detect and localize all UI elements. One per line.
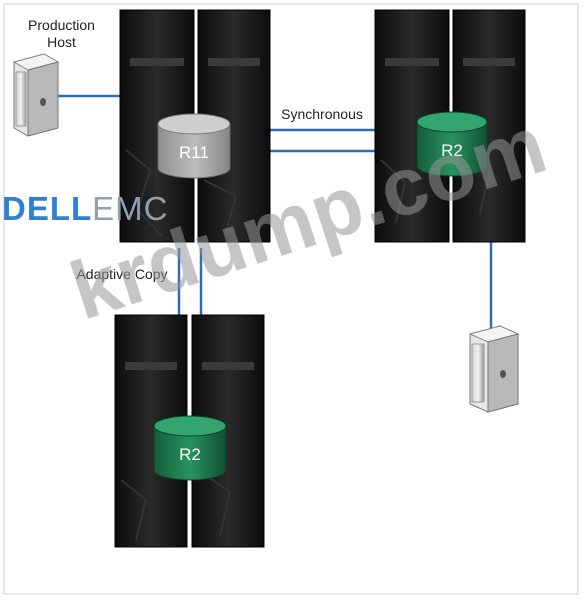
synchronous-label: Synchronous <box>281 106 363 122</box>
adaptive-copy-label: Adaptive Copy <box>76 266 168 282</box>
r2-adaptive-device-label: R2 <box>179 445 201 464</box>
production-host-label: Production Host <box>28 17 95 50</box>
r11-device-label: R11 <box>179 143 209 162</box>
r2-sync-device-label: R2 <box>441 141 463 160</box>
server-icon <box>12 53 60 137</box>
server-icon <box>468 325 520 413</box>
logo-dell-text: DELL <box>2 190 93 227</box>
logo-emc-text: EMC <box>92 190 169 227</box>
diagram-border <box>3 3 579 595</box>
disk-icon: R2 <box>153 415 227 481</box>
disk-icon: R2 <box>416 111 488 177</box>
connection-lines <box>57 94 493 330</box>
disk-icon: R11 <box>157 113 231 179</box>
dell-emc-logo: DELLEMC <box>2 190 169 228</box>
storage-array-icon <box>374 9 526 243</box>
